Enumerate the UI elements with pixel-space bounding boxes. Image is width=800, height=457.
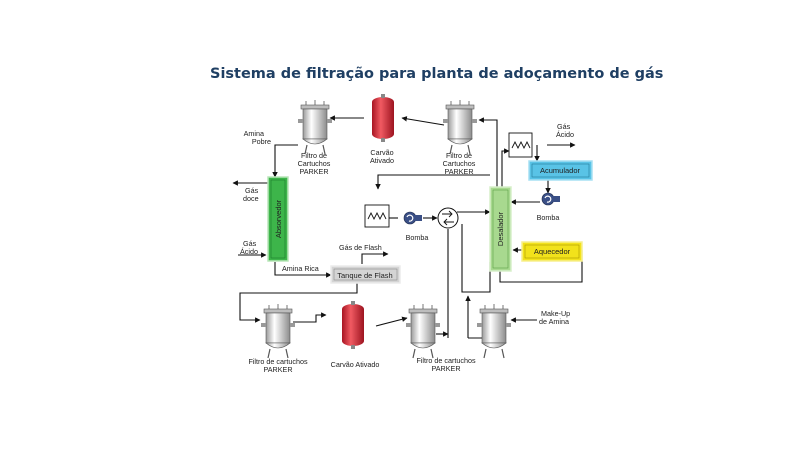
aquecedor-label: Aquecedor (534, 247, 571, 256)
label-amina-rica: Amina Rica (282, 264, 319, 273)
pipe-stripper-to-top-filter (478, 117, 498, 187)
cartridge-filter-icon (260, 303, 296, 359)
label-gas-de-flash: Gás de Flash (339, 243, 382, 252)
label-bomba-right: Bomba (537, 213, 560, 222)
tanque-flash-unit: Tanque de Flash (330, 265, 401, 284)
tanque-flash-label: Tanque de Flash (337, 271, 392, 280)
cartridge-filter-icon (405, 303, 441, 359)
desalador-label: Desalador (496, 211, 505, 246)
heat-exchanger-icon (437, 207, 459, 229)
desalador-column: Desalador (489, 186, 512, 272)
pipe-gas-de-flash (361, 251, 389, 264)
cooler-icon (364, 204, 390, 228)
pipe-rich-to-stripper (461, 224, 491, 293)
pipe-stripper-to-cooler (501, 148, 510, 187)
acumulador-label: Acumulador (540, 166, 581, 175)
label-carvao-bottom: Carvão Ativado (331, 360, 380, 369)
diagram-title: Sistema de filtração para planta de adoç… (210, 66, 664, 82)
absorvedor-column: Absorvedor (267, 176, 289, 262)
label-bomba-mid: Bomba (406, 233, 429, 242)
pipe-flash-tank-to-filter (239, 283, 358, 323)
carbon-vessel-icon (372, 94, 394, 142)
pump-icon (403, 211, 423, 225)
pipe-lean-return (375, 174, 490, 190)
cartridge-filter-icon (476, 303, 512, 359)
pump-icon (541, 192, 561, 206)
cartridge-filter-icon (442, 99, 478, 155)
cartridge-filter-icon (297, 99, 333, 155)
pipe-filter-to-carbon-top (401, 116, 445, 126)
pipe-amina-pobre-to-absorber (272, 144, 298, 178)
absorvedor-label: Absorvedor (274, 199, 283, 238)
pipes (232, 115, 583, 339)
pipe-bottom-left-filter-to-carbon (293, 312, 327, 323)
pipe-absorber-rich-out (274, 262, 332, 278)
cooler-icon (508, 132, 533, 158)
acumulador-unit: Acumulador (528, 160, 593, 181)
pipe-carbon-to-bottom-mid-filter (375, 316, 408, 327)
pipe-stripper-bottom-loop (499, 250, 583, 283)
aquecedor-unit: Aquecedor (521, 241, 583, 262)
carbon-vessel-icon (342, 301, 364, 349)
